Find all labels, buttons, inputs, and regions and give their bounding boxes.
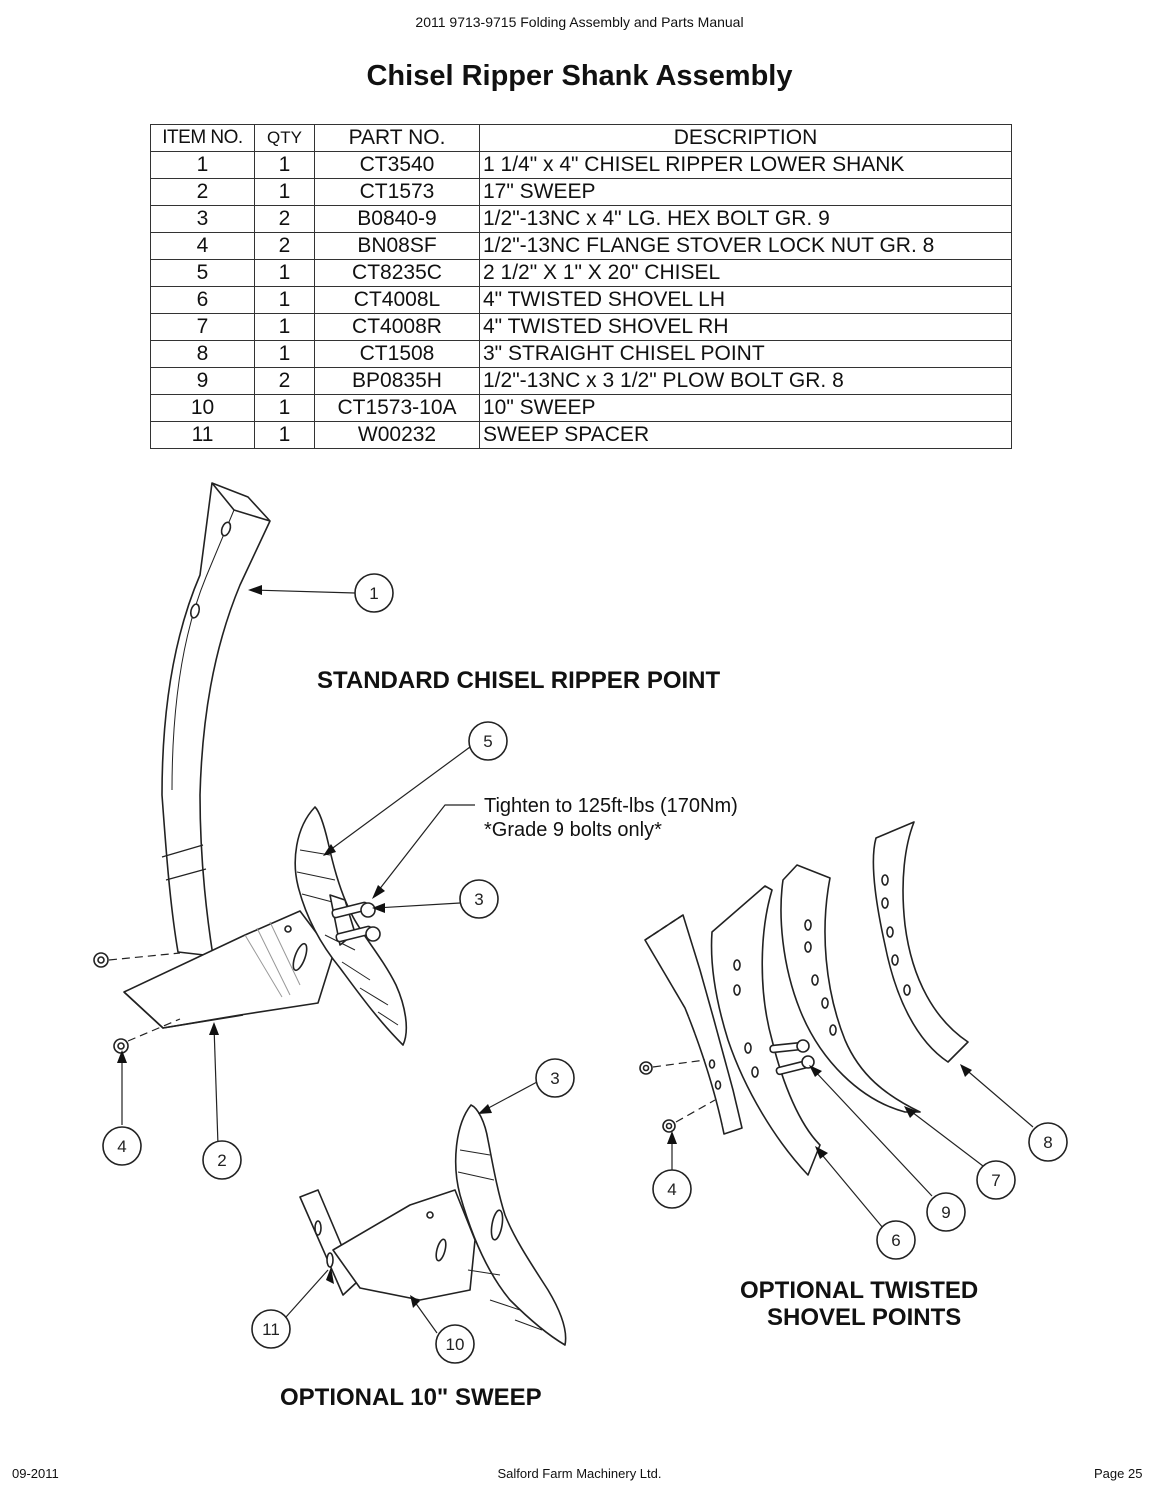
qty-cell: 1 (254, 151, 315, 179)
leader-lines (121, 589, 1034, 1334)
item-no-cell: 8 (150, 340, 255, 368)
item-no-cell: 5 (150, 259, 255, 287)
table-row: 4 2 BN08SF 1/2"-13NC FLANGE STOVER LOCK … (150, 232, 1012, 260)
table-row: 10 1 CT1573-10A 10" SWEEP (150, 394, 1012, 422)
item-no-cell: 9 (150, 367, 255, 395)
footer-page-number: Page 25 (1094, 1466, 1143, 1481)
manual-header: 2011 9713-9715 Folding Assembly and Part… (415, 14, 744, 30)
arrow-heads (117, 585, 972, 1308)
table-row: 8 1 CT1508 3" STRAIGHT CHISEL POINT (150, 340, 1012, 368)
item-no-cell: 6 (150, 286, 255, 314)
twisted-shovels-drawing (639, 821, 969, 1176)
balloon-8: 8 (1043, 1133, 1052, 1152)
balloon-3-optional: 3 (550, 1069, 559, 1088)
sweep-10-drawing (299, 1104, 567, 1346)
balloon-3: 3 (474, 890, 483, 909)
table-row: 7 1 CT4008R 4" TWISTED SHOVEL RH (150, 313, 1012, 341)
page-title: Chisel Ripper Shank Assembly (366, 60, 793, 92)
qty-cell: 1 (254, 178, 315, 206)
part-no-cell: CT4008R (314, 313, 480, 341)
part-no-cell: CT4008L (314, 286, 480, 314)
description-cell: 10" SWEEP (479, 394, 1012, 422)
table-row: 11 1 W00232 SWEEP SPACER (150, 421, 1012, 449)
part-no-cell: W00232 (314, 421, 480, 449)
balloon-labels: 1 5 3 4 2 3 11 10 4 6 9 7 8 (117, 584, 1052, 1354)
table-header-row: ITEM NO. QTY PART NO. DESCRIPTION (150, 124, 1012, 152)
part-no-cell: CT1573-10A (314, 394, 480, 422)
balloons (102, 573, 1068, 1364)
balloon-1: 1 (369, 584, 378, 603)
balloon-5: 5 (483, 732, 492, 751)
torque-note: Tighten to 125ft-lbs (170Nm) (484, 795, 738, 817)
balloon-6: 6 (891, 1231, 900, 1250)
part-no-cell: CT8235C (314, 259, 480, 287)
balloon-9: 9 (941, 1203, 950, 1222)
grade-note: *Grade 9 bolts only* (484, 819, 662, 841)
lower-shank-drawing (161, 482, 271, 957)
description-cell: 3" STRAIGHT CHISEL POINT (479, 340, 1012, 368)
balloon-2: 2 (217, 1151, 226, 1170)
chisel-drawing (294, 806, 408, 1046)
balloon-11: 11 (262, 1320, 280, 1339)
description-cell: 17" SWEEP (479, 178, 1012, 206)
footer-date: 09-2011 (12, 1466, 59, 1481)
description-cell: SWEEP SPACER (479, 421, 1012, 449)
footer-company: Salford Farm Machinery Ltd. (497, 1466, 662, 1481)
part-no-cell: CT1508 (314, 340, 480, 368)
optional-sweep-label: OPTIONAL 10" SWEEP (280, 1384, 542, 1411)
table-row: 6 1 CT4008L 4" TWISTED SHOVEL LH (150, 286, 1012, 314)
optional-twisted-label-1: OPTIONAL TWISTED (740, 1277, 978, 1304)
balloon-4: 4 (117, 1137, 126, 1156)
balloon-7: 7 (991, 1171, 1000, 1190)
standard-point-label: STANDARD CHISEL RIPPER POINT (317, 667, 720, 694)
optional-twisted-label-2: SHOVEL POINTS (767, 1304, 961, 1331)
description-cell: 2 1/2" X 1" X 20" CHISEL (479, 259, 1012, 287)
balloon-10: 10 (446, 1335, 465, 1354)
bolt-hardware-standard (93, 901, 381, 1054)
part-no-cell: B0840-9 (314, 205, 480, 233)
parts-table: ITEM NO. QTY PART NO. DESCRIPTION 1 1 CT… (150, 124, 1012, 449)
part-no-cell: BP0835H (314, 367, 480, 395)
balloon-4-optional: 4 (667, 1180, 676, 1199)
column-header-description: DESCRIPTION (479, 124, 1012, 152)
sweep-17-drawing (123, 910, 334, 1029)
item-no-cell: 11 (150, 421, 255, 449)
